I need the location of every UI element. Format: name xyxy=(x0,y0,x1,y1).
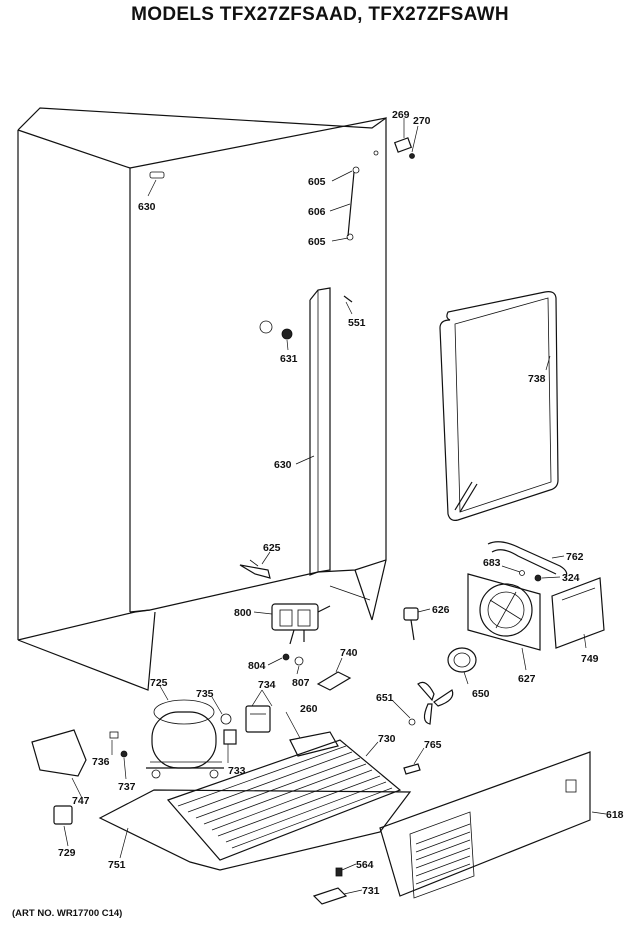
part-label-606: 606 xyxy=(308,206,326,218)
fan-shroud-part xyxy=(467,573,541,651)
screw-part xyxy=(343,295,353,303)
part-label-729: 729 xyxy=(58,847,76,859)
clip-765-part xyxy=(403,763,421,775)
part-label-630-channel: 630 xyxy=(274,459,292,471)
part-label-737: 737 xyxy=(118,781,136,793)
leader-lines xyxy=(63,118,607,895)
part-label-630-top: 630 xyxy=(138,201,156,213)
fan-blade-part xyxy=(408,681,454,726)
part-label-730: 730 xyxy=(378,733,396,745)
part-label-804: 804 xyxy=(248,660,266,672)
screw-737-part xyxy=(120,750,128,758)
clip-736-part xyxy=(109,731,119,739)
thermostat-part xyxy=(239,559,271,579)
part-label-765: 765 xyxy=(424,739,442,751)
bracket-part xyxy=(316,671,352,691)
part-label-605-top: 605 xyxy=(308,176,326,188)
part-label-683: 683 xyxy=(483,557,501,569)
part-label-762: 762 xyxy=(566,551,584,563)
part-label-807: 807 xyxy=(292,677,310,689)
cover-part xyxy=(551,577,605,649)
part-label-751: 751 xyxy=(108,859,126,871)
part-label-749: 749 xyxy=(581,653,599,665)
part-label-627: 627 xyxy=(518,673,536,685)
drain-tube-part xyxy=(487,541,568,582)
part-label-650: 650 xyxy=(472,688,490,700)
part-label-736: 736 xyxy=(92,756,110,768)
part-label-725: 725 xyxy=(150,677,168,689)
part-label-800: 800 xyxy=(234,607,252,619)
part-label-625: 625 xyxy=(263,542,281,554)
part-label-260: 260 xyxy=(300,703,318,715)
gasket-part xyxy=(439,291,559,521)
part-label-269: 269 xyxy=(392,109,410,121)
part-label-651: 651 xyxy=(376,692,394,704)
fitting-part xyxy=(294,656,304,666)
cabinet xyxy=(17,107,387,691)
screw-564-part xyxy=(335,867,343,877)
sensor-part xyxy=(403,607,419,641)
bracket-731-part xyxy=(312,887,348,905)
part-label-747: 747 xyxy=(72,795,90,807)
overload-part xyxy=(223,729,237,745)
part-label-618: 618 xyxy=(606,809,624,821)
compressor-part xyxy=(146,699,224,779)
part-label-564: 564 xyxy=(356,859,374,871)
part-label-731: 731 xyxy=(362,885,380,897)
part-label-270: 270 xyxy=(413,115,431,127)
capacitor-part xyxy=(53,805,73,825)
part-label-605-bottom: 605 xyxy=(308,236,326,248)
art-number: (ART NO. WR17700 C14) xyxy=(12,908,123,919)
part-label-733: 733 xyxy=(228,765,246,777)
base-pan-part xyxy=(98,789,412,871)
condenser-part xyxy=(166,739,402,861)
nut-part xyxy=(282,653,290,661)
drain-pan-part xyxy=(289,731,339,757)
part-labels: 269 270 630 605 606 605 551 631 738 630 … xyxy=(58,109,624,897)
part-label-740: 740 xyxy=(340,647,358,659)
hinge-part xyxy=(393,137,415,159)
part-label-551: 551 xyxy=(348,317,366,329)
part-label-735: 735 xyxy=(196,688,214,700)
grommet-part xyxy=(220,713,232,725)
relay-part xyxy=(245,705,271,733)
diagram-title: MODELS TFX27ZFSAAD, TFX27ZFSAWH xyxy=(131,4,509,25)
valve-part xyxy=(271,603,331,645)
part-label-734: 734 xyxy=(258,679,276,691)
part-label-738: 738 xyxy=(528,373,546,385)
fan-motor-part xyxy=(447,647,477,673)
part-label-631: 631 xyxy=(280,353,298,365)
part-label-626: 626 xyxy=(432,604,450,616)
part-label-324: 324 xyxy=(562,572,580,584)
bracket-747-part xyxy=(31,729,87,777)
tube-part xyxy=(346,166,360,241)
grille-part xyxy=(379,751,591,899)
